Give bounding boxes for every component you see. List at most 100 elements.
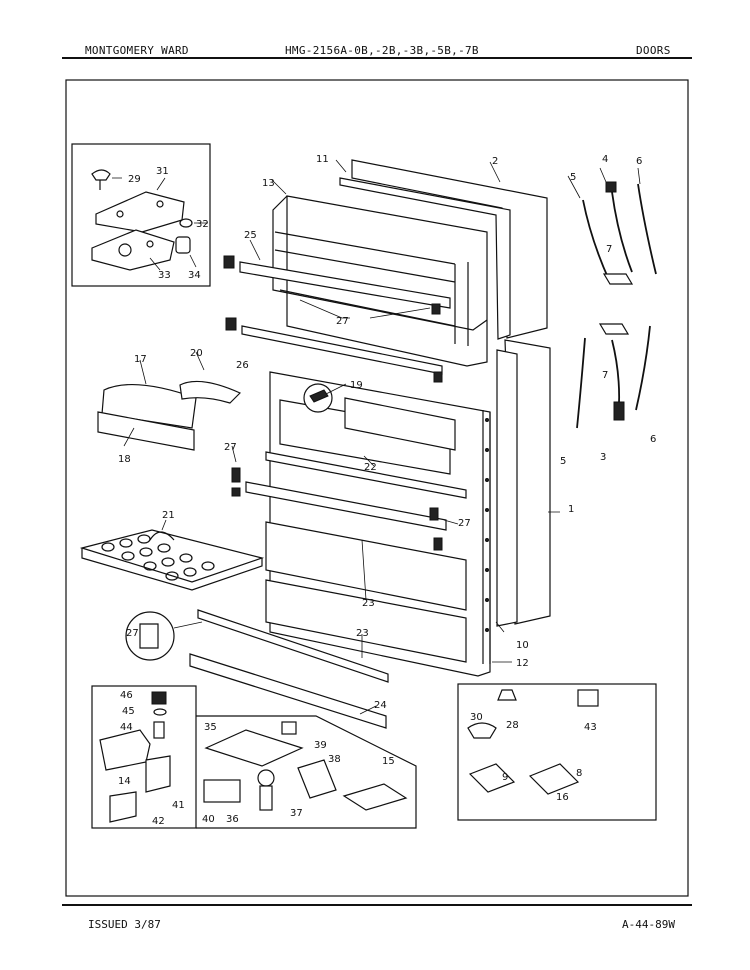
footer-rule bbox=[62, 904, 692, 906]
part-29-shape bbox=[91, 169, 111, 190]
callout-21: 21 bbox=[162, 510, 175, 521]
part-34-shape bbox=[175, 236, 191, 254]
callout-39: 39 bbox=[314, 740, 327, 751]
callout-23-lower: 23 bbox=[356, 628, 369, 639]
callout-43: 43 bbox=[584, 722, 597, 733]
callout-24: 24 bbox=[374, 700, 387, 711]
callout-27-left: 27 bbox=[224, 442, 237, 453]
part-2-outer-panel bbox=[351, 159, 548, 339]
part-38-shape bbox=[297, 759, 337, 799]
callout-3: 3 bbox=[600, 452, 606, 463]
callout-19: 19 bbox=[350, 380, 363, 391]
callout-27-right: 27 bbox=[458, 518, 471, 529]
part-20-shape bbox=[179, 380, 242, 404]
callout-41: 41 bbox=[172, 800, 185, 811]
part-5-handle-lower bbox=[576, 337, 586, 429]
callout-23-upper: 23 bbox=[362, 598, 375, 609]
callout-42: 42 bbox=[152, 816, 165, 827]
callout-17: 17 bbox=[134, 354, 147, 365]
footer-page-code: A-44-89W bbox=[622, 918, 675, 931]
part-23-bar-lower bbox=[197, 609, 389, 683]
header-rule bbox=[62, 57, 692, 59]
right-handle-parts bbox=[576, 181, 657, 429]
callout-14: 14 bbox=[118, 776, 131, 787]
header-section: DOORS bbox=[636, 44, 671, 57]
part-22-bar bbox=[265, 451, 467, 499]
part-23-bar-upper bbox=[245, 481, 447, 531]
callout-30: 30 bbox=[470, 712, 483, 723]
part-31-shape bbox=[95, 191, 185, 233]
part-9-shape bbox=[468, 763, 516, 793]
header-brand: MONTGOMERY WARD bbox=[85, 44, 189, 57]
callout-4: 4 bbox=[602, 154, 608, 165]
leader-lines bbox=[123, 159, 641, 715]
part-5-handle-upper bbox=[582, 199, 610, 281]
callout-40: 40 bbox=[202, 814, 215, 825]
part-28-shape bbox=[497, 689, 517, 701]
callout-9: 9 bbox=[502, 772, 508, 783]
part-7-upper bbox=[602, 273, 634, 285]
part-6-handle-lower bbox=[635, 325, 651, 411]
part-3-shape bbox=[613, 401, 625, 421]
callout-25: 25 bbox=[244, 230, 257, 241]
part-45-shape bbox=[153, 708, 167, 716]
callout-31: 31 bbox=[156, 166, 169, 177]
callout-1: 1 bbox=[568, 504, 574, 515]
footer-issued: ISSUED 3/87 bbox=[88, 918, 161, 931]
callout-37: 37 bbox=[290, 808, 303, 819]
part-7-lower bbox=[598, 323, 630, 335]
callout-45: 45 bbox=[122, 706, 135, 717]
callout-36: 36 bbox=[226, 814, 239, 825]
part-16-shape bbox=[528, 763, 580, 795]
header-model: HMG-2156A-0B,-2B,-3B,-5B,-7B bbox=[285, 44, 479, 57]
part-33-shape bbox=[91, 229, 175, 271]
part-35-shape bbox=[204, 729, 304, 767]
part-21-egg-tray bbox=[79, 529, 265, 591]
part-13-liner bbox=[286, 195, 488, 367]
part-39-shape bbox=[281, 721, 297, 735]
callout-6-upper: 6 bbox=[636, 156, 642, 167]
butter-compartment bbox=[97, 380, 242, 451]
part-43-shape bbox=[577, 689, 599, 707]
callout-15: 15 bbox=[382, 756, 395, 767]
part-4-shape bbox=[605, 181, 617, 193]
door-shelf-2 bbox=[265, 579, 467, 663]
part-24-bar bbox=[189, 653, 387, 729]
fresh-food-door-assembly bbox=[231, 339, 551, 677]
part-32-shape bbox=[179, 218, 193, 228]
part-10-gasket bbox=[496, 349, 518, 627]
callout-6-lower: 6 bbox=[650, 434, 656, 445]
callout-27-top: 27 bbox=[336, 316, 349, 327]
hinge-inset-box-lower-right bbox=[457, 683, 657, 821]
callout-2: 2 bbox=[492, 156, 498, 167]
diagram-frame bbox=[65, 79, 689, 897]
part-44-shape bbox=[153, 721, 165, 739]
callout-18: 18 bbox=[118, 454, 131, 465]
callout-22: 22 bbox=[364, 462, 377, 473]
callout-10: 10 bbox=[516, 640, 529, 651]
part-27-zoom-circle bbox=[125, 611, 175, 661]
callout-7-upper: 7 bbox=[606, 244, 612, 255]
part-15-shape bbox=[342, 783, 408, 811]
callout-27-zoom: 27 bbox=[126, 628, 139, 639]
part-40-shape bbox=[203, 779, 241, 803]
liner-screw-holes bbox=[485, 418, 489, 632]
callout-29: 29 bbox=[128, 174, 141, 185]
callout-34: 34 bbox=[188, 270, 201, 281]
callout-12: 12 bbox=[516, 658, 529, 669]
hinge-inset-box bbox=[71, 143, 211, 287]
callout-46: 46 bbox=[120, 690, 133, 701]
part-6-handle-upper bbox=[637, 183, 657, 275]
part-14-shape bbox=[99, 729, 151, 771]
callout-32: 32 bbox=[196, 219, 209, 230]
callout-8: 8 bbox=[576, 768, 582, 779]
part-25-shelf-bar bbox=[239, 261, 451, 309]
callout-44: 44 bbox=[120, 722, 133, 733]
callout-11: 11 bbox=[316, 154, 329, 165]
door-shelf-1 bbox=[265, 521, 467, 611]
callout-28: 28 bbox=[506, 720, 519, 731]
callout-16: 16 bbox=[556, 792, 569, 803]
callout-33: 33 bbox=[158, 270, 171, 281]
part-41-shape bbox=[145, 755, 171, 793]
